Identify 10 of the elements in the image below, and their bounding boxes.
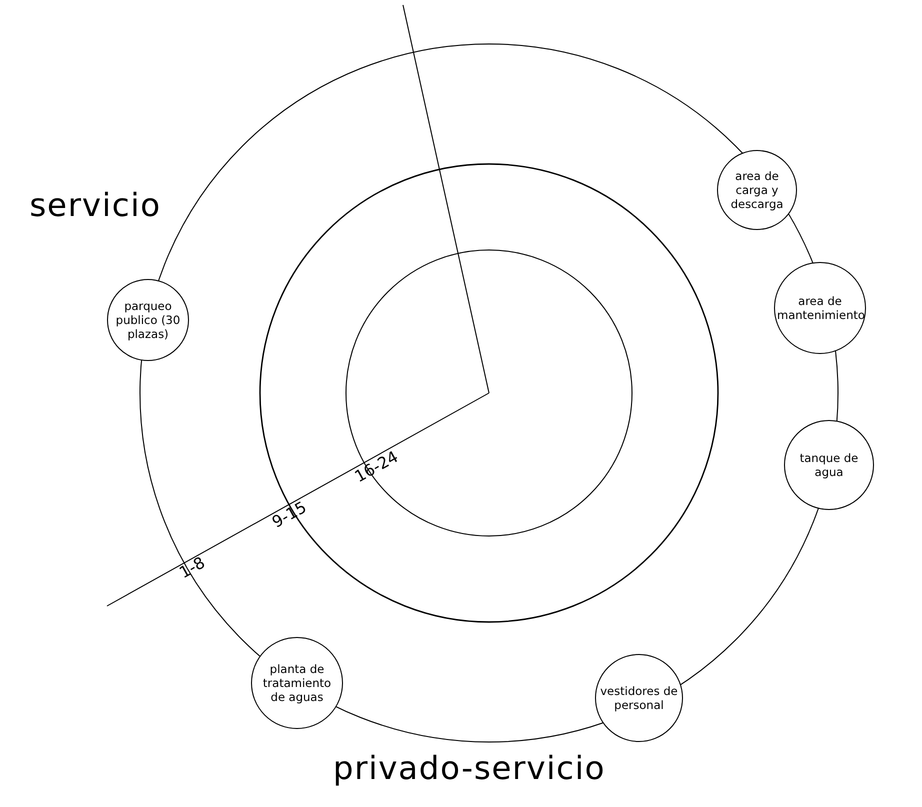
zone-name: tanque de agua xyxy=(798,451,860,479)
zone-name: vestidores de personal xyxy=(599,684,679,712)
zone-name: area de mantenimiento xyxy=(777,294,863,322)
zone-title: servicio xyxy=(30,186,161,224)
zone-name: parqueo publico (30 plazas) xyxy=(114,299,182,341)
ring-range-label: 9-15 xyxy=(268,496,310,532)
zone-name: planta de tratamiento de aguas xyxy=(262,662,332,704)
zone-title: privado-servicio xyxy=(333,749,606,787)
zone-name: area de carga y descarga xyxy=(730,169,784,211)
ring-range-label: 1-8 xyxy=(176,552,208,582)
